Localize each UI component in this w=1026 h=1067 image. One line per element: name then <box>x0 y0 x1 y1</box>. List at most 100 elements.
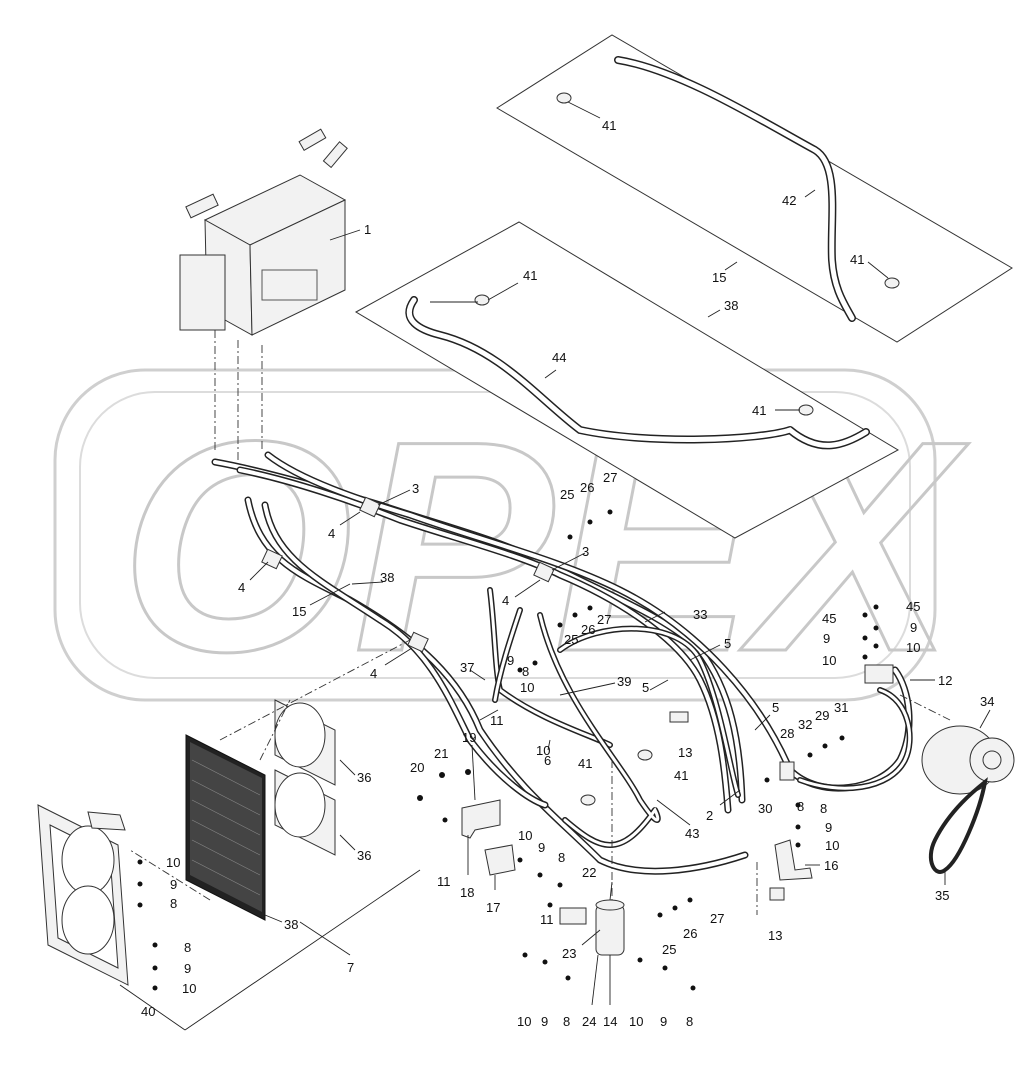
hose-bracket-3-a <box>359 496 381 518</box>
fasteners <box>137 509 879 991</box>
callout-33: 33 <box>693 607 707 622</box>
receiver-drier <box>559 881 625 1006</box>
hvac-unit <box>179 128 361 460</box>
callout-4-d: 4 <box>370 666 377 681</box>
callout-7: 7 <box>347 960 354 975</box>
bracket-18 <box>461 799 501 839</box>
callout-10-c: 10 <box>822 653 836 668</box>
callout-43: 43 <box>685 826 699 841</box>
callout-10-g: 10 <box>182 981 196 996</box>
callout-25-c: 25 <box>662 942 676 957</box>
callout-5-c: 5 <box>772 700 779 715</box>
callout-6: 6 <box>544 753 551 768</box>
callout-3-b: 3 <box>582 544 589 559</box>
callout-44: 44 <box>552 350 566 365</box>
callout-17: 17 <box>486 900 500 915</box>
callout-40: 40 <box>141 1004 155 1019</box>
callout-11-b: 11 <box>437 874 451 889</box>
hose-clamp-41-b <box>884 277 900 289</box>
callout-36-a: 36 <box>357 770 371 785</box>
callout-3-a: 3 <box>412 481 419 496</box>
callout-45-a: 45 <box>822 611 836 626</box>
callout-13-b: 13 <box>768 928 782 943</box>
callout-5-a: 5 <box>724 636 731 651</box>
callout-23: 23 <box>562 946 576 961</box>
callout-4-c: 4 <box>502 593 509 608</box>
callout-10-f: 10 <box>166 855 180 870</box>
callout-35: 35 <box>935 888 949 903</box>
inset-panel-hose-42 <box>496 34 1013 343</box>
callout-21: 21 <box>434 746 448 761</box>
callout-32: 32 <box>798 717 812 732</box>
callout-25-a: 25 <box>560 487 574 502</box>
drive-belt <box>928 777 988 874</box>
callout-31: 31 <box>834 700 848 715</box>
callout-2: 2 <box>706 808 713 823</box>
callout-9-h: 9 <box>541 1014 548 1029</box>
callout-34: 34 <box>980 694 994 709</box>
callout-26-a: 26 <box>580 480 594 495</box>
bracket-16 <box>774 839 813 881</box>
callout-11-c: 11 <box>540 912 554 927</box>
callout-1: 1 <box>364 222 371 237</box>
callout-15-a: 15 <box>292 604 306 619</box>
callout-8-d: 8 <box>170 896 177 911</box>
callout-41-c: 41 <box>523 268 537 283</box>
callout-26-b: 26 <box>581 622 595 637</box>
callout-10-d: 10 <box>906 640 920 655</box>
hose-bracket-4-a <box>261 548 283 570</box>
callout-15-b: 15 <box>712 270 726 285</box>
callout-8-g: 8 <box>686 1014 693 1029</box>
callout-27-a: 27 <box>603 470 617 485</box>
callout-8-b: 8 <box>558 850 565 865</box>
compressor <box>921 709 1015 885</box>
callout-8-e: 8 <box>184 940 191 955</box>
callout-42: 42 <box>782 193 796 208</box>
callout-18: 18 <box>460 885 474 900</box>
inset-panel-hose-44 <box>354 221 900 539</box>
callout-26-c: 26 <box>683 926 697 941</box>
callout-27-b: 27 <box>597 612 611 627</box>
callout-9-e: 9 <box>825 820 832 835</box>
callout-9-c: 9 <box>823 631 830 646</box>
hose-clamp-41-c <box>474 294 490 306</box>
callout-11-a: 11 <box>490 713 504 728</box>
callout-10-e: 10 <box>825 838 839 853</box>
hose-bracket-4-b <box>407 631 429 653</box>
hose-bundle <box>211 451 951 915</box>
callout-9-i: 9 <box>660 1014 667 1029</box>
callout-45-b: 45 <box>906 599 920 614</box>
callout-8-f: 8 <box>563 1014 570 1029</box>
callout-41-b: 41 <box>850 252 864 267</box>
callout-19: 19 <box>462 730 476 745</box>
callout-39: 39 <box>617 674 631 689</box>
condenser-assembly <box>37 639 421 1031</box>
callout-4-b: 4 <box>238 580 245 595</box>
callout-41-a: 41 <box>602 118 616 133</box>
bracket-17 <box>484 844 516 876</box>
callout-13-a: 13 <box>678 745 692 760</box>
callout-9-d: 9 <box>910 620 917 635</box>
callout-41-f: 41 <box>674 768 688 783</box>
callout-9-g: 9 <box>184 961 191 976</box>
callout-10-h: 10 <box>517 1014 531 1029</box>
callout-10-j: 10 <box>536 743 550 758</box>
callout-9-b: 9 <box>538 840 545 855</box>
callout-14: 14 <box>603 1014 617 1029</box>
mount-brackets <box>461 744 820 890</box>
fitting-13-b <box>769 887 785 901</box>
callout-36-b: 36 <box>357 848 371 863</box>
callout-24: 24 <box>582 1014 596 1029</box>
compressor-pulley <box>969 737 1015 783</box>
callout-28: 28 <box>780 726 794 741</box>
callout-9-a: 9 <box>507 653 514 668</box>
callout-22: 22 <box>582 865 596 880</box>
hose-clamp-41-a <box>556 92 572 104</box>
callout-20: 20 <box>410 760 424 775</box>
callout-5-b: 5 <box>642 680 649 695</box>
bracket-28 <box>779 761 795 781</box>
callout-labels: 1 2 3 3 4 4 4 4 5 5 5 6 7 8 8 8 8 8 8 8 … <box>141 118 994 1029</box>
callout-41-e: 41 <box>578 756 592 771</box>
callout-8-a: 8 <box>522 664 529 679</box>
